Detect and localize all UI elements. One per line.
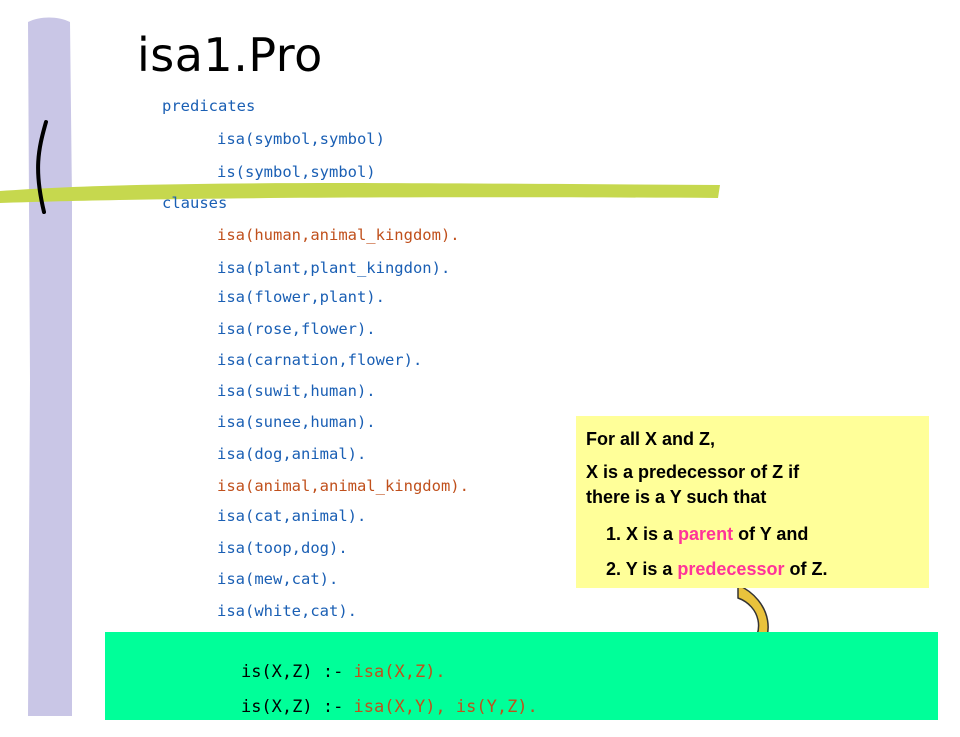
fact-line: isa(dog,animal). (217, 445, 367, 463)
rules-panel: is(X,Z) :- isa(X,Z). is(X,Z) :- isa(X,Y)… (105, 632, 938, 720)
note-highlight: parent (678, 524, 734, 544)
note-item: 1. X is a parent of Y and (606, 524, 808, 545)
fact-line: isa(cat,animal). (217, 507, 367, 525)
rule-line: is(X,Z) :- isa(X,Z). (200, 642, 446, 702)
rule-line: is(X,Z) :- isa(X,Y), is(Y,Z). (200, 677, 538, 737)
note-item: 2. Y is a predecessor of Z. (606, 559, 827, 580)
clauses-keyword: clauses (162, 194, 228, 212)
note-line: For all X and Z, (586, 429, 716, 449)
rule-head: is(X,Z) :- (240, 662, 354, 682)
note-item-prefix: 1. X is a (606, 524, 679, 544)
note-item-suffix: of Y and (733, 524, 809, 544)
note-item-prefix: 2. Y is a (606, 559, 678, 579)
slide-decoration (0, 17, 769, 716)
rule-body: isa(X,Z). (353, 662, 446, 682)
definition-note: For all X and Z, X is a predecessor of Z… (576, 416, 929, 588)
note-item-suffix: of Z. (784, 559, 828, 579)
fact-line: isa(suwit,human). (217, 382, 376, 400)
predicate-line: isa(symbol,symbol) (217, 130, 385, 148)
fact-line: isa(sunee,human). (217, 413, 376, 431)
fact-line: isa(rose,flower). (217, 320, 376, 338)
bracket-stroke (36, 120, 48, 214)
note-line: X is a predecessor of Z if (586, 462, 800, 482)
fact-line: isa(white,cat). (217, 602, 357, 620)
note-line: there is a Y such that (586, 487, 767, 507)
predicates-keyword: predicates (162, 97, 256, 115)
vertical-lavender-bar (28, 17, 72, 716)
fact-line: isa(carnation,flower). (217, 351, 423, 369)
fact-line: isa(human,animal_kingdom). (217, 226, 460, 244)
fact-line: isa(animal,animal_kingdom). (217, 477, 469, 495)
fact-line: isa(flower,plant). (217, 288, 385, 306)
rule-head: is(X,Z) :- (240, 697, 354, 717)
note-highlight: predecessor (677, 559, 785, 579)
horizontal-green-line (0, 183, 720, 203)
fact-line: isa(mew,cat). (217, 570, 339, 588)
fact-line: isa(plant,plant_kingdon). (217, 259, 451, 277)
rule-body: isa(X,Y), is(Y,Z). (353, 697, 538, 717)
slide-title: isa1.Pro (137, 28, 323, 82)
fact-line: isa(toop,dog). (217, 539, 348, 557)
predicate-line: is(symbol,symbol) (217, 163, 376, 181)
